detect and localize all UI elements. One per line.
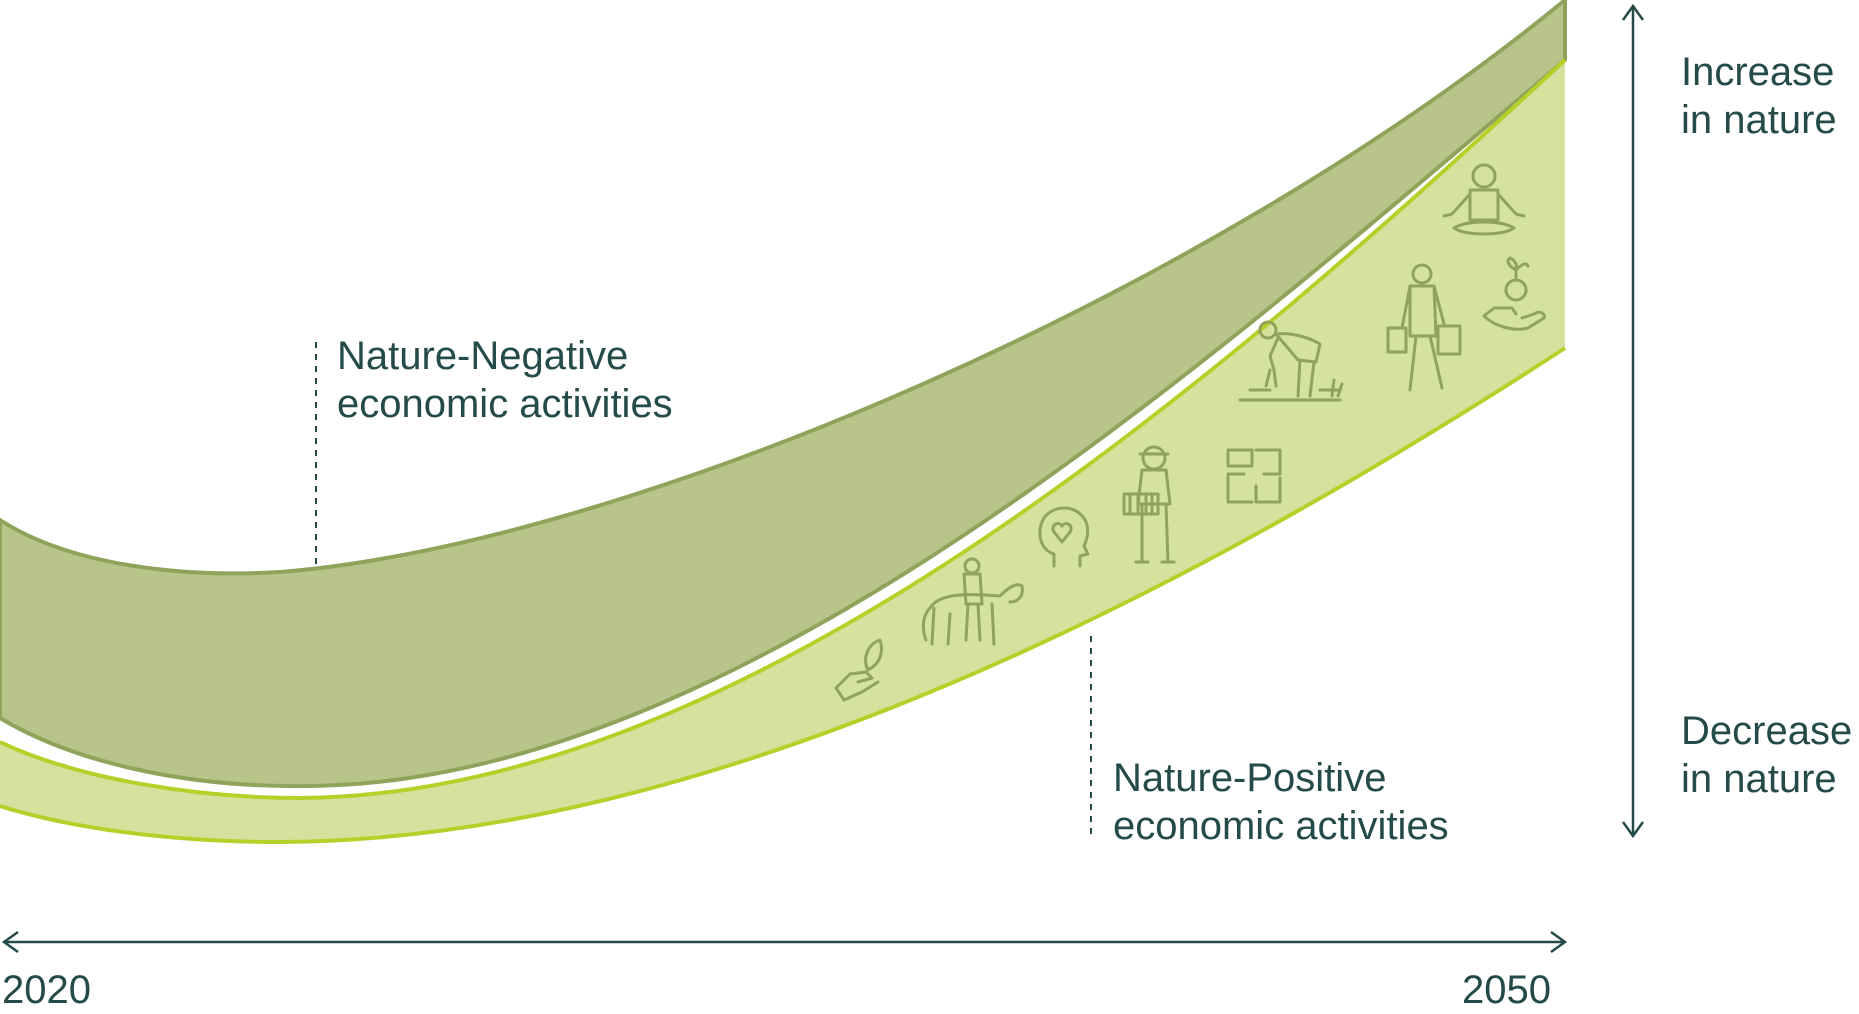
decrease-label-line1: Decrease [1681, 709, 1853, 753]
nature-negative-label-line1: Nature-Negative [337, 334, 629, 378]
beekeeper-icon [1122, 445, 1176, 564]
end-year-label: 2050 [1462, 968, 1551, 1012]
farmer-planting-icon [1238, 320, 1344, 402]
nature-positive-top-edge [0, 58, 1567, 801]
right-arrowhead-icon [1550, 930, 1568, 954]
increase-in-nature-label: Increase in nature [1681, 48, 1837, 144]
increase-label-line2: in nature [1681, 98, 1837, 142]
up-arrowhead-icon [1621, 3, 1645, 21]
nature-negative-label: Nature-Negative economic activities [337, 332, 673, 428]
time-axis [1, 930, 1568, 954]
head-with-heart-icon [1038, 506, 1090, 568]
hand-holding-leaf-icon [834, 638, 883, 702]
meditating-person-icon [1442, 163, 1526, 236]
nature-positive-label-line1: Nature-Positive [1113, 756, 1387, 800]
joined-hands-icon [1226, 448, 1282, 504]
shopper-with-bags-icon [1386, 263, 1462, 392]
nature-positive-label: Nature-Positive economic activities [1113, 754, 1449, 850]
nature-negative-label-line2: economic activities [337, 382, 673, 426]
hand-with-euro-sprout-icon [1482, 256, 1546, 331]
start-year-label: 2020 [2, 968, 91, 1012]
nature-change-axis [1621, 3, 1645, 839]
left-arrowhead-icon [1, 930, 19, 954]
person-with-horse-icon [921, 557, 1024, 646]
decrease-in-nature-label: Decrease in nature [1681, 707, 1852, 803]
nature-positive-label-line2: economic activities [1113, 804, 1449, 848]
increase-label-line1: Increase [1681, 50, 1835, 94]
down-arrowhead-icon [1621, 821, 1645, 839]
decrease-label-line2: in nature [1681, 757, 1837, 801]
nature-positive-bottom-edge [0, 346, 1567, 845]
